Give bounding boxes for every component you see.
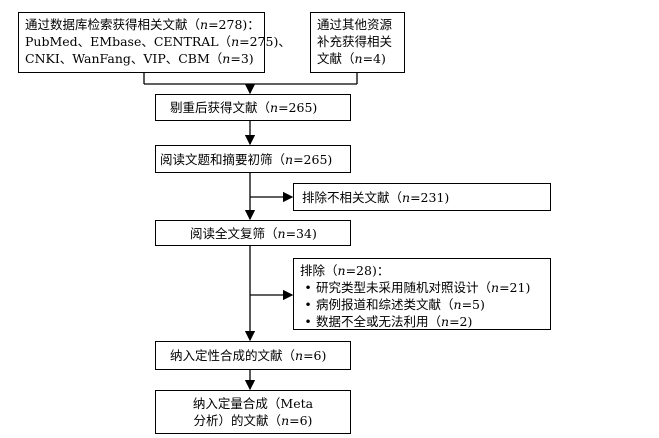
exclude-reason-item: •病例报道和综述类文献（n=5) — [300, 296, 544, 313]
box-exclude-irrelevant: 排除不相关文献（n=231) — [293, 183, 551, 211]
db-search-line-1: 通过数据库检索获得相关文献（n=278)： — [25, 17, 260, 32]
box-deduplicated: 剔重后获得文献（n=265) — [155, 94, 351, 121]
bullet-icon: • — [304, 314, 312, 329]
quantitative-line-2: 分析）的文献（n=6) — [193, 413, 313, 428]
quantitative-line-1: 纳入定量合成（Meta — [192, 396, 314, 411]
box-quantitative-synthesis: 纳入定量合成（Meta 分析）的文献（n=6) — [155, 390, 351, 434]
box-qualitative-synthesis: 纳入定性合成的文献（n=6) — [155, 341, 351, 370]
box-exclude-fulltext: 排除（n=28)： •研究类型未采用随机对照设计（n=21) •病例报道和综述类… — [293, 258, 551, 330]
exclude-reason-item: •研究类型未采用随机对照设计（n=21) — [300, 279, 544, 296]
bullet-icon: • — [304, 280, 312, 295]
db-search-line-3: CNKI、WanFang、VIP、CBM（n=3) — [25, 51, 254, 66]
other-sources-line-3: 文献（n=4) — [317, 51, 386, 66]
exclude-reason-item: •数据不全或无法利用（n=2) — [300, 313, 544, 330]
box-title-abstract-screening: 阅读文题和摘要初筛（n=265) — [155, 145, 351, 173]
box-other-sources: 通过其他资源 补充获得相关 文献（n=4) — [310, 12, 405, 73]
exclude-fulltext-title: 排除（n=28)： — [300, 263, 390, 278]
bullet-icon: • — [304, 297, 312, 312]
box-database-search: 通过数据库检索获得相关文献（n=278)： PubMed、EMbase、CENT… — [18, 12, 291, 73]
other-sources-line-1: 通过其他资源 — [317, 17, 393, 32]
other-sources-line-2: 补充获得相关 — [317, 34, 393, 49]
box-fulltext-screening: 阅读全文复筛（n=34) — [155, 220, 351, 246]
db-search-line-2: PubMed、EMbase、CENTRAL（n=275)、 — [25, 34, 291, 49]
